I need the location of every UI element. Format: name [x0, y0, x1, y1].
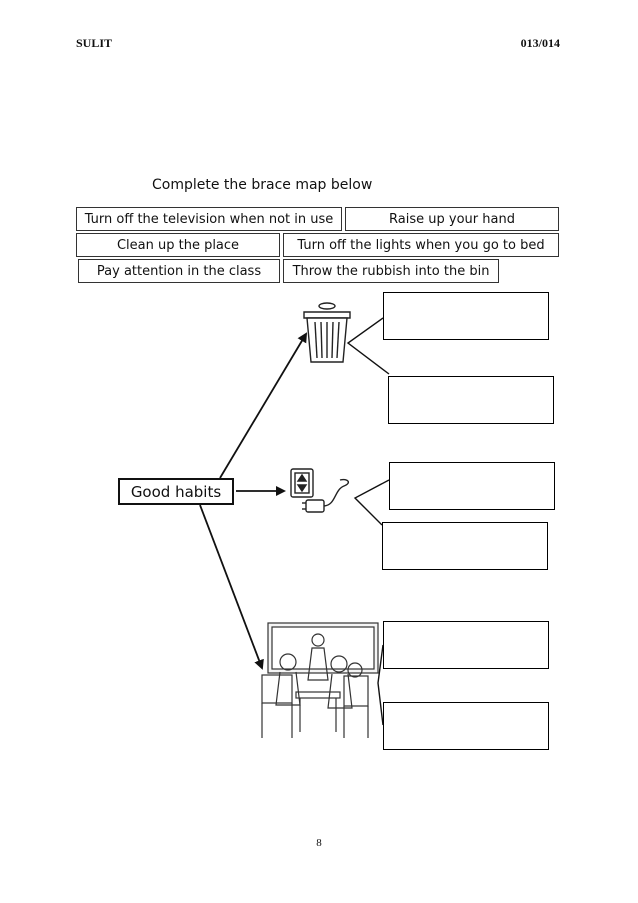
word-bank-item: Raise up your hand — [345, 207, 559, 231]
brace-lines — [377, 644, 384, 726]
header-left: SULIT — [76, 36, 113, 50]
word-bank-item: Turn off the lights when you go to bed — [283, 233, 559, 257]
page-number: 8 — [316, 837, 322, 849]
power-outlet-plug-icon — [290, 468, 350, 513]
word-bank-item: Turn off the television when not in use — [76, 207, 342, 231]
answer-box-class-1[interactable] — [383, 621, 549, 669]
center-concept: Good habits — [118, 478, 234, 505]
word-bank-item: Clean up the place — [76, 233, 280, 257]
answer-box-plug-1[interactable] — [389, 462, 555, 510]
answer-box-bin-2[interactable] — [388, 376, 554, 424]
word-bank-item: Pay attention in the class — [78, 259, 280, 283]
header-right: 013/014 — [520, 36, 560, 50]
classroom-illustration — [261, 622, 379, 738]
trash-bin-icon — [303, 302, 351, 363]
instruction-text: Complete the brace map below — [152, 177, 373, 193]
arrow-to-bin — [219, 332, 308, 479]
arrow-to-classroom — [199, 504, 264, 670]
answer-box-class-2[interactable] — [383, 702, 549, 750]
answer-box-plug-2[interactable] — [382, 522, 548, 570]
word-bank-item: Throw the rubbish into the bin — [283, 259, 499, 283]
brace-lines — [346, 317, 390, 375]
answer-box-bin-1[interactable] — [383, 292, 549, 340]
brace-lines — [353, 479, 390, 526]
